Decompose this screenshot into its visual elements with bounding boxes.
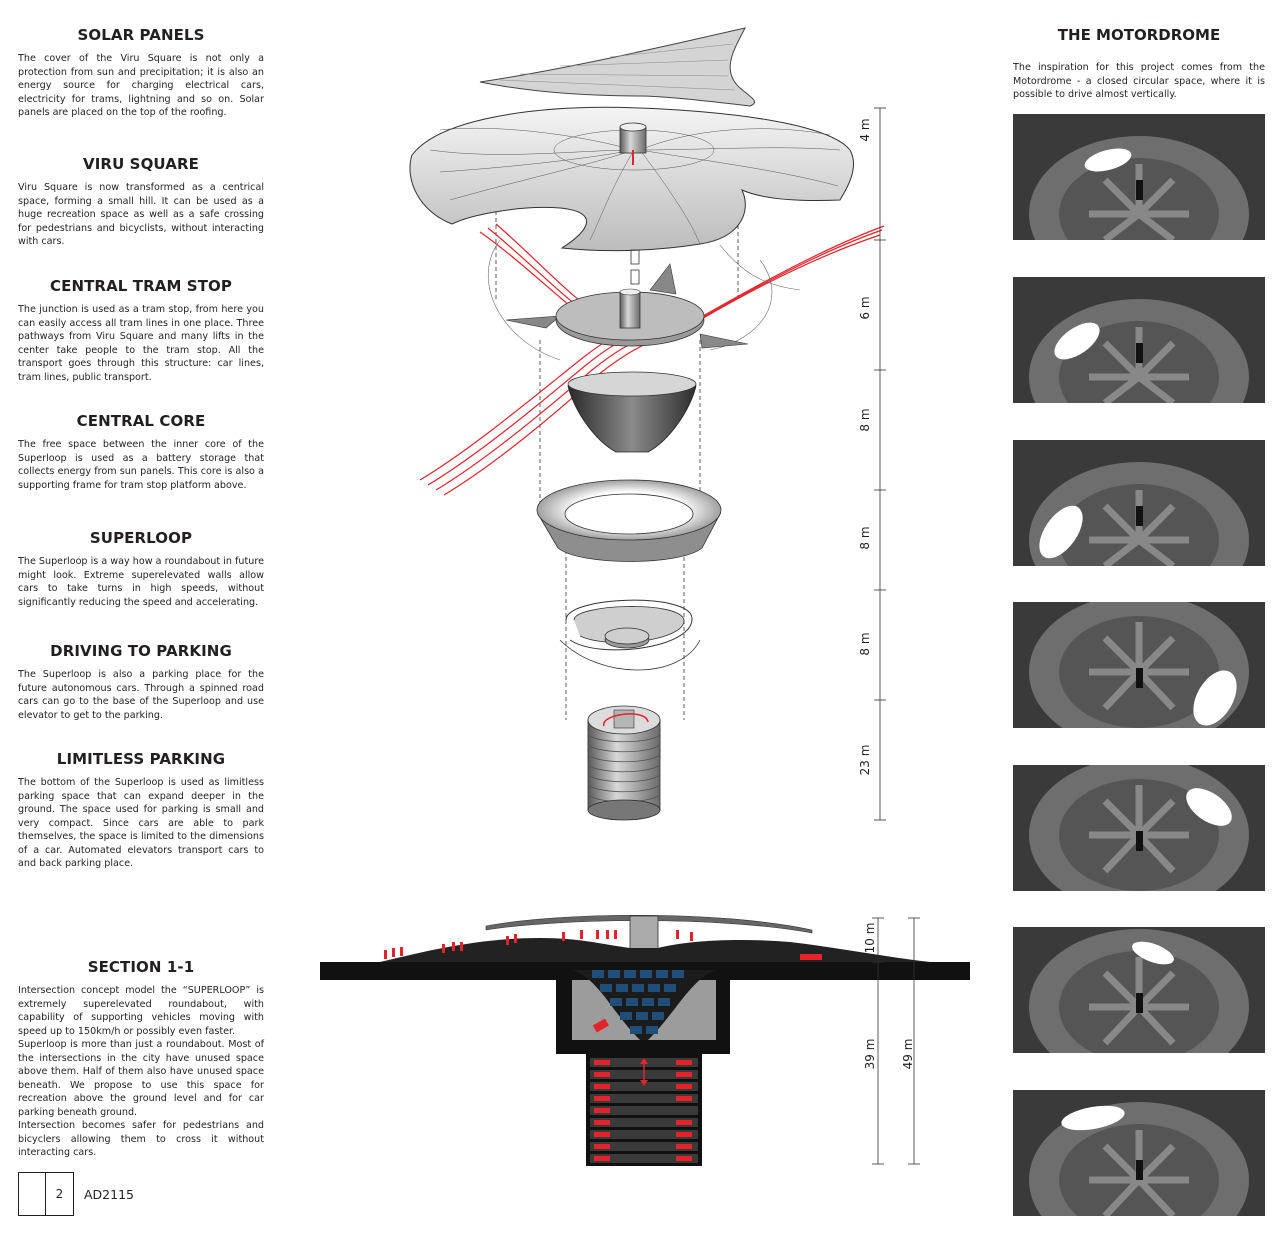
blank-cell — [18, 1172, 46, 1216]
page-number: 2 — [46, 1172, 74, 1216]
dimension-label-2: 6 m — [858, 296, 872, 319]
motordrome-title: THE MOTORDROME — [1057, 26, 1221, 44]
projection-lines — [495, 190, 739, 760]
tram-lines — [419, 223, 885, 496]
section-title: SOLAR PANELS — [77, 26, 205, 44]
parking-cylinder — [587, 705, 661, 821]
dimension-label-6: 23 m — [858, 745, 872, 776]
tram-stop-platform — [505, 263, 749, 349]
section-central-core: CENTRAL CORE The free space between the … — [18, 412, 264, 492]
motordrome-photo — [1013, 765, 1265, 891]
page-number-box: 2 AD2115 — [18, 1172, 134, 1216]
dimension-label-1: 4 m — [858, 118, 872, 141]
section-section-1-1: SECTION 1-1 Intersection concept model t… — [18, 958, 264, 1160]
section-body: The Superloop is also a parking place fo… — [18, 669, 264, 721]
section-solar-panels: SOLAR PANELS The cover of the Viru Squar… — [18, 26, 264, 120]
section-title: CENTRAL CORE — [76, 412, 206, 430]
motordrome-photo — [1013, 927, 1265, 1053]
section-title: VIRU SQUARE — [83, 155, 199, 173]
section-dim-total: 49 m — [901, 1039, 915, 1070]
battery-panels — [592, 970, 684, 1034]
section-driving-to-parking: DRIVING TO PARKING The Superloop is also… — [18, 642, 264, 722]
parked-cars — [594, 1060, 692, 1161]
dimension-label-3: 8 m — [858, 408, 872, 431]
exploded-dimension-line — [874, 107, 886, 821]
exploded-axonometric-diagram: 4 m 6 m 8 m 8 m 8 m 23 m — [320, 27, 970, 1166]
solar-panel-roof — [479, 27, 755, 107]
superloop-ring — [536, 479, 722, 562]
section-limitless-parking: LIMITLESS PARKING The bottom of the Supe… — [18, 750, 264, 871]
motordrome-body: The inspiration for this project comes f… — [1013, 62, 1265, 100]
central-core-cone — [567, 371, 697, 453]
spiral-ramp — [559, 599, 701, 671]
project-code: AD2115 — [84, 1186, 134, 1202]
section-body: The bottom of the Superloop is used as l… — [18, 777, 264, 869]
motordrome-photo — [1013, 440, 1265, 566]
section-body: The cover of the Viru Square is not only… — [18, 53, 264, 118]
section-title: SECTION 1-1 — [87, 958, 195, 976]
section-body: Viru Square is now transformed as a cent… — [18, 182, 264, 247]
section-dim-top: 10 m — [863, 923, 877, 954]
section-drawing — [320, 914, 970, 1166]
motordrome-photo — [1013, 1090, 1265, 1216]
motordrome-photo — [1013, 277, 1265, 403]
section-body: The junction is used as a tram stop, fro… — [18, 304, 264, 383]
section-dimension-lines — [872, 917, 920, 1165]
section-body: The Superloop is a way how a roundabout … — [18, 556, 264, 608]
motordrome-photo — [1013, 114, 1265, 240]
viru-square-canopy — [409, 106, 854, 285]
section-body: Intersection concept model the “SUPERLOO… — [18, 985, 264, 1158]
section-title: CENTRAL TRAM STOP — [49, 277, 232, 295]
section-title: LIMITLESS PARKING — [56, 750, 226, 768]
section-superloop: SUPERLOOP The Superloop is a way how a r… — [18, 529, 264, 609]
section-viru-square: VIRU SQUARE Viru Square is now transform… — [18, 155, 264, 249]
section-title: DRIVING TO PARKING — [50, 642, 232, 660]
section-dim-below: 39 m — [863, 1039, 877, 1070]
dimension-label-4: 8 m — [858, 526, 872, 549]
section-title: SUPERLOOP — [89, 529, 193, 547]
section-central-tram-stop: CENTRAL TRAM STOP The junction is used a… — [18, 277, 264, 384]
motordrome-photo — [1013, 602, 1265, 728]
section-body: The free space between the inner core of… — [18, 439, 264, 491]
dimension-label-5: 8 m — [858, 632, 872, 655]
red-figures — [384, 930, 822, 1033]
